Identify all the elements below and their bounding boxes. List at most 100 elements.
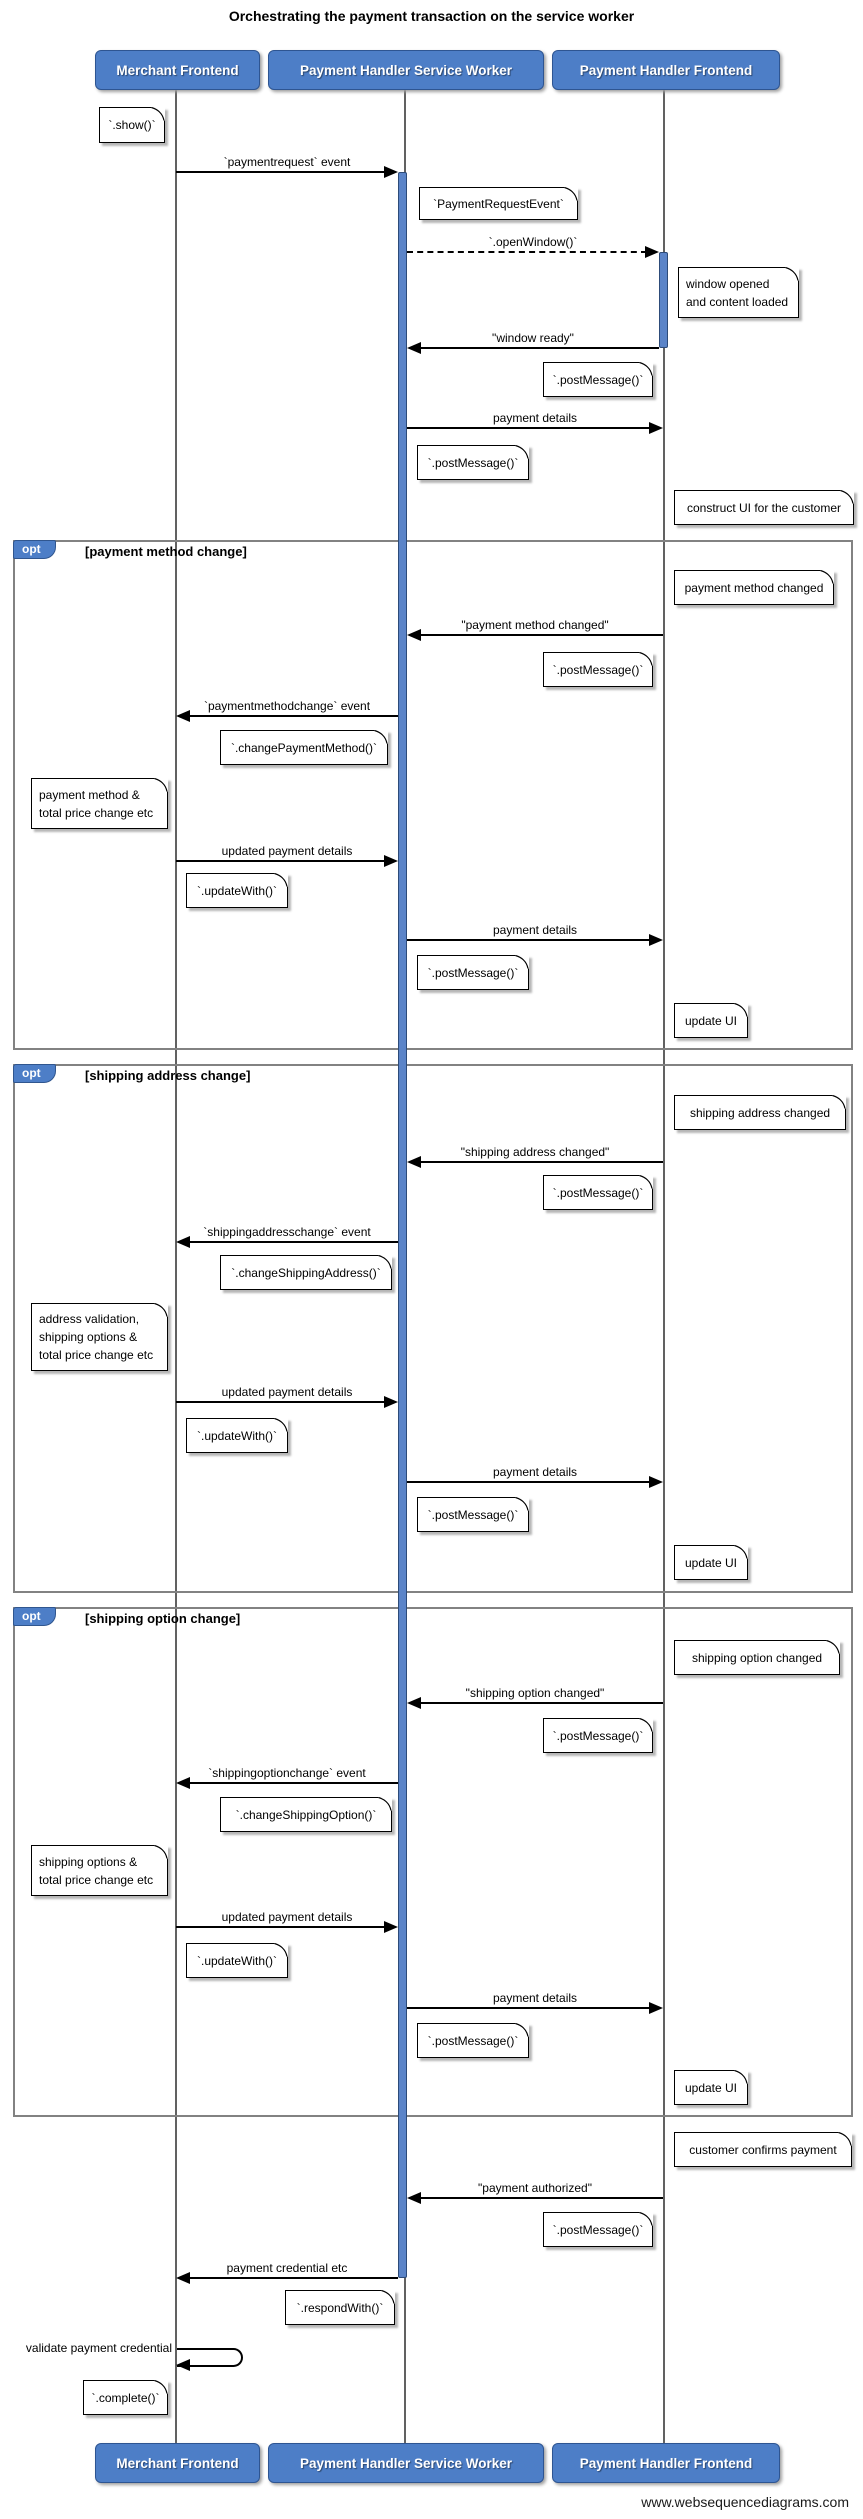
note-update-ui-3: update UI xyxy=(674,2069,748,2105)
note-text-line: `.postMessage()` xyxy=(427,1507,519,1522)
opt-fragment-tag: opt xyxy=(13,1607,56,1626)
message-label-payment-credential-etc: payment credential etc xyxy=(226,2261,348,2275)
note-update-with-1: `.updateWith()` xyxy=(186,872,288,908)
note-fold-corner xyxy=(381,2289,395,2309)
note-text-line: shipping options & xyxy=(39,1330,138,1344)
arrowhead-paymentmethodchange-event xyxy=(176,710,190,722)
arrowhead-payment-credential-etc xyxy=(176,2272,190,2284)
note-text-line: customer confirms payment xyxy=(689,2142,837,2157)
note-fold-corner xyxy=(564,186,578,206)
opt-fragment-3: opt[shipping option change] xyxy=(13,1607,853,2117)
arrowhead-window-ready xyxy=(407,342,421,354)
note-fold-corner xyxy=(515,444,529,464)
message-label-paymentrequest-event: `paymentrequest` event xyxy=(223,155,351,169)
participant-merchant-frontend-top: Merchant Frontend xyxy=(95,50,260,90)
note-shipping-options-total-price: shipping options &total price change etc xyxy=(31,1844,168,1896)
message-line-shippingoptionchange-event xyxy=(188,1782,398,1784)
note-fold-corner xyxy=(151,106,165,126)
note-fold-corner xyxy=(154,777,168,797)
arrowhead-payment-details-3 xyxy=(649,1476,663,1488)
note-fold-corner xyxy=(274,1942,288,1962)
message-line-payment-details-2 xyxy=(407,939,651,941)
note-show: `.show()` xyxy=(99,106,165,143)
message-label-shipping-option-changed-msg: "shipping option changed" xyxy=(465,1686,605,1700)
note-fold-corner xyxy=(639,651,653,671)
message-line-updated-payment-details-3 xyxy=(176,1926,386,1928)
note-post-message-1: `.postMessage()` xyxy=(543,361,653,397)
message-line-shippingaddresschange-event xyxy=(188,1241,398,1243)
arrowhead-open-window xyxy=(645,246,659,258)
note-change-shipping-option: `.changeShippingOption()` xyxy=(220,1796,392,1832)
note-text-line: `.updateWith()` xyxy=(196,883,278,898)
arrowhead-shipping-option-changed-msg xyxy=(407,1697,421,1709)
note-text-line: `.changeShippingAddress()` xyxy=(231,1265,381,1280)
note-text-line: `.postMessage()` xyxy=(427,455,519,470)
opt-fragment-condition: [payment method change] xyxy=(85,544,247,559)
note-fold-corner xyxy=(639,2211,653,2231)
participant-label: Payment Handler Frontend xyxy=(579,2455,753,2471)
lifeline-payment-handler-frontend xyxy=(663,88,665,2443)
message-line-payment-details-1 xyxy=(407,427,651,429)
note-fold-corner xyxy=(639,1717,653,1737)
note-text-line: window opened xyxy=(686,276,770,291)
note-complete: `.complete()` xyxy=(83,2379,168,2415)
participant-payment-handler-frontend-top: Payment Handler Frontend xyxy=(552,50,780,90)
message-label-validate-payment-credential: validate payment credential xyxy=(25,2341,172,2355)
note-text-line: `PaymentRequestEvent` xyxy=(433,196,564,211)
note-text-line: payment method & xyxy=(39,787,140,802)
note-fold-corner xyxy=(639,1174,653,1194)
note-fold-corner xyxy=(378,1796,392,1816)
note-address-validation: address validation,shipping options &tot… xyxy=(31,1302,168,1371)
message-label-paymentmethodchange-event: `paymentmethodchange` event xyxy=(203,699,371,713)
note-text-line: `.postMessage()` xyxy=(427,2033,519,2048)
message-label-updated-payment-details-1: updated payment details xyxy=(221,844,353,858)
note-text-line: `.postMessage()` xyxy=(552,1728,644,1743)
note-fold-corner xyxy=(826,1639,840,1659)
note-text-line: update UI xyxy=(684,1013,738,1028)
note-fold-corner xyxy=(274,1417,288,1437)
message-line-payment-credential-etc xyxy=(188,2277,398,2279)
arrowhead-payment-details-4 xyxy=(649,2002,663,2014)
payment-handler-frontend-activation xyxy=(659,252,668,348)
note-text-line: `.updateWith()` xyxy=(196,1428,278,1443)
participant-label: Merchant Frontend xyxy=(116,2455,239,2471)
message-label-window-ready: "window ready" xyxy=(492,331,574,345)
note-text-line: total price change etc xyxy=(39,805,154,820)
note-text-line: `.updateWith()` xyxy=(196,1953,278,1968)
note-text-line: `.postMessage()` xyxy=(552,662,644,677)
message-line-paymentmethodchange-event xyxy=(188,715,398,717)
note-text-line: `.changePaymentMethod()` xyxy=(230,740,378,755)
arrowhead-updated-payment-details-1 xyxy=(384,855,398,867)
note-text-line: `.postMessage()` xyxy=(552,2222,644,2237)
note-fold-corner xyxy=(785,266,799,286)
opt-fragment-1: opt[payment method change] xyxy=(13,540,853,1050)
note-fold-corner xyxy=(515,954,529,974)
note-text-line: update UI xyxy=(684,2080,738,2095)
arrowhead-shipping-address-changed-msg xyxy=(407,1156,421,1168)
note-shipping-option-changed: shipping option changed xyxy=(674,1639,840,1675)
message-line-payment-authorized-msg xyxy=(419,2197,663,2199)
note-respond-with: `.respondWith()` xyxy=(285,2289,395,2325)
participant-label: Merchant Frontend xyxy=(116,62,239,78)
note-fold-corner xyxy=(820,569,834,589)
note-fold-corner xyxy=(154,2379,168,2399)
note-update-with-2: `.updateWith()` xyxy=(186,1417,288,1453)
note-text-line: shipping options & xyxy=(39,1854,138,1869)
note-fold-corner xyxy=(832,1094,846,1114)
message-line-payment-method-changed-msg xyxy=(419,634,663,636)
message-line-payment-details-3 xyxy=(407,1481,651,1483)
participant-label: Payment Handler Service Worker xyxy=(299,62,513,78)
arrowhead-payment-details-2 xyxy=(649,934,663,946)
note-update-with-3: `.updateWith()` xyxy=(186,1942,288,1978)
note-text-line: address validation, xyxy=(39,1312,140,1326)
message-label-updated-payment-details-2: updated payment details xyxy=(221,1385,353,1399)
note-customer-confirms-payment: customer confirms payment xyxy=(674,2131,852,2167)
note-payment-method-total-price: payment method & total price change etc xyxy=(31,777,168,829)
message-line-payment-details-4 xyxy=(407,2007,651,2009)
message-label-payment-method-changed-msg: "payment method changed" xyxy=(461,618,609,632)
note-fold-corner xyxy=(515,1496,529,1516)
note-text-line: shipping option changed xyxy=(691,1650,823,1665)
note-post-message-6: `.postMessage()` xyxy=(417,1496,529,1532)
note-construct-ui-for-customer: construct UI for the customer xyxy=(674,489,854,525)
message-line-shipping-address-changed-msg xyxy=(419,1161,663,1163)
